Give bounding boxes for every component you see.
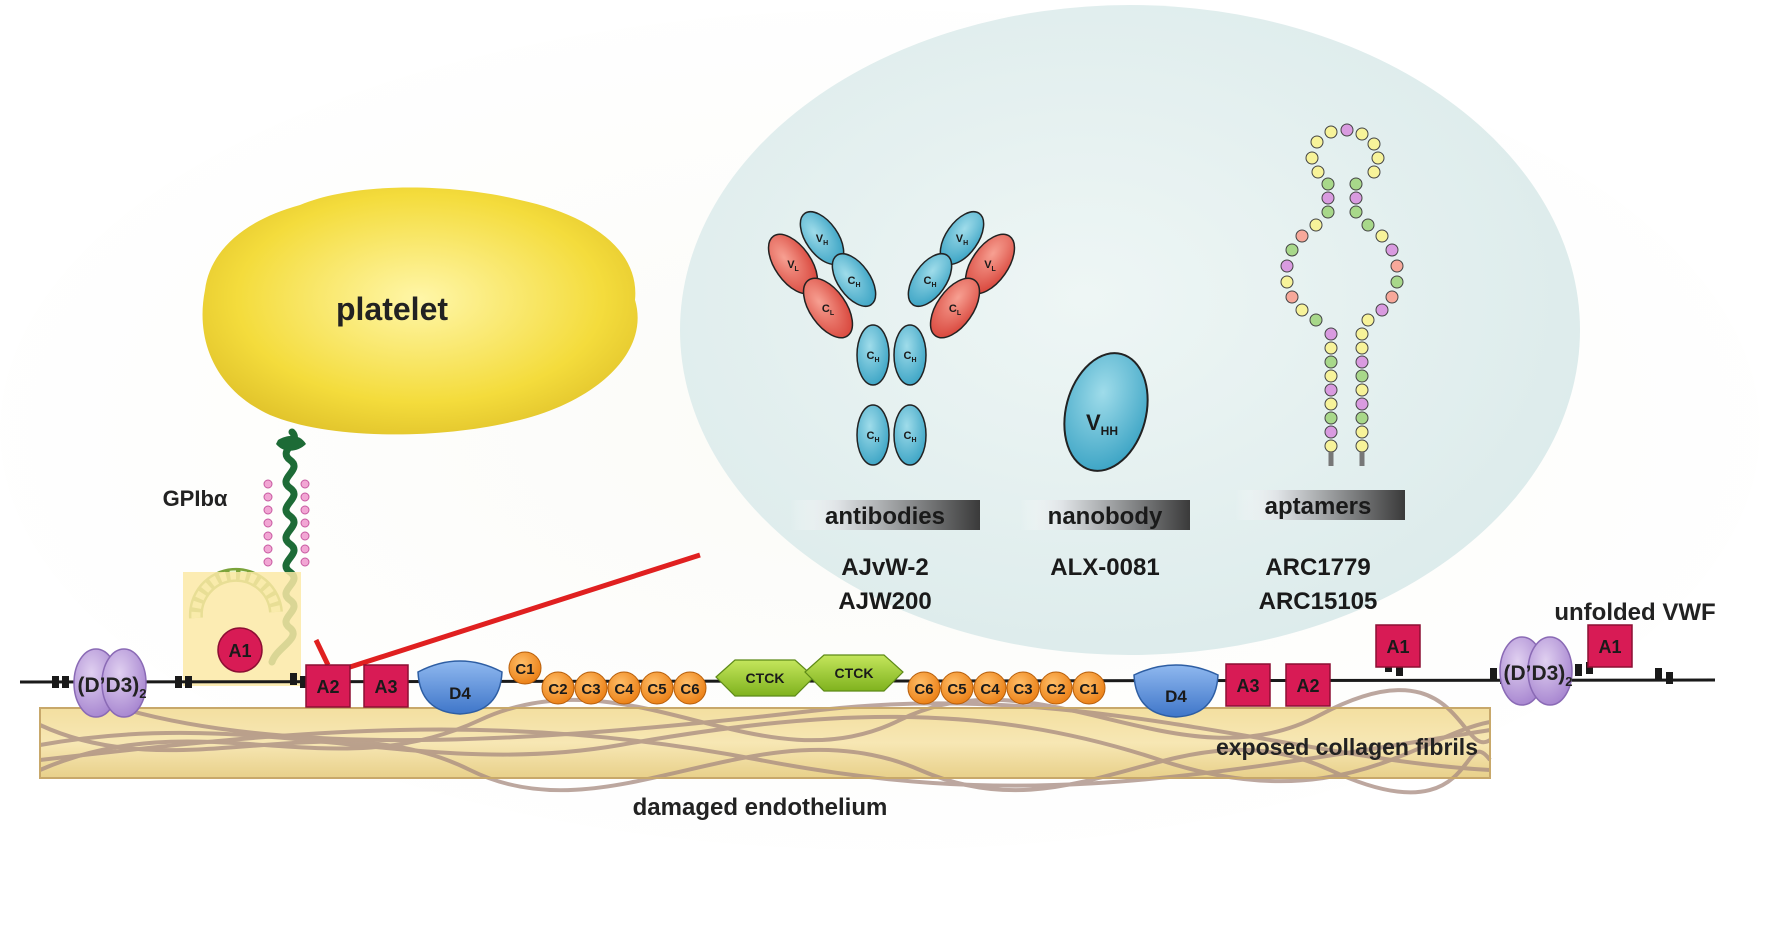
c3-label: C3 xyxy=(1013,681,1032,698)
nanobody-name: ALX-0081 xyxy=(1050,554,1159,581)
c1-label: C1 xyxy=(1079,681,1098,698)
unfolded-vwf-label: unfolded VWF xyxy=(1554,599,1715,626)
inhibition-arrow xyxy=(313,552,701,678)
c6-label: C6 xyxy=(680,681,699,698)
c1-label: C1 xyxy=(515,661,534,678)
c6-label: C6 xyxy=(914,681,933,698)
aptamer-name-1: ARC1779 xyxy=(1265,554,1370,581)
c2-domain-right: C2 xyxy=(1039,671,1073,705)
svg-text:CH: CH xyxy=(903,430,916,444)
antibody-icon: VH VH VL VL CH CH CL CL CH CH CH CH xyxy=(767,211,1016,466)
svg-text:VH: VH xyxy=(816,233,828,247)
c4-label: C4 xyxy=(614,681,634,698)
a1-label: A1 xyxy=(1598,637,1621,657)
a3-domain-left: A3 xyxy=(363,664,409,708)
svg-text:VHH: VHH xyxy=(1086,410,1118,438)
svg-text:CL: CL xyxy=(822,303,835,317)
aptamer-name-2: ARC15105 xyxy=(1259,588,1378,615)
a1-label: A1 xyxy=(1386,637,1409,657)
vhh-label: V xyxy=(1086,410,1101,435)
d4-label: D4 xyxy=(1165,687,1187,706)
svg-text:CL: CL xyxy=(949,303,962,317)
svg-text:CH: CH xyxy=(866,430,879,444)
c1-domain-right: C1 xyxy=(1072,671,1106,705)
svg-text:CH: CH xyxy=(866,350,879,364)
d3-label: (D’D3) xyxy=(77,674,139,697)
d4-domain-left: D4 xyxy=(417,660,503,715)
ctck-label: CTCK xyxy=(746,670,785,686)
a2-domain-left: A2 xyxy=(305,664,351,708)
d3-subscript: 2 xyxy=(1565,674,1572,689)
antibodies-label: antibodies xyxy=(825,503,945,530)
c2-domain-left: C2 xyxy=(541,671,575,705)
c1-domain-left: C1 xyxy=(508,651,542,685)
svg-text:VL: VL xyxy=(984,259,996,273)
a3-label: A3 xyxy=(1236,676,1259,696)
a1-domain-right-2: A1 xyxy=(1587,624,1633,668)
a1-label: A1 xyxy=(228,641,251,661)
endothelium-label: damaged endothelium xyxy=(633,794,888,821)
d3-dimer-right: (D’D3)2 xyxy=(1499,636,1573,706)
a3-domain-right: A3 xyxy=(1225,663,1271,707)
ctck-domain-right: CTCK xyxy=(804,654,904,692)
d4-label: D4 xyxy=(449,684,471,703)
c2-label: C2 xyxy=(548,681,567,698)
c3-label: C3 xyxy=(581,681,600,698)
c3-domain-right: C3 xyxy=(1006,671,1040,705)
c5-domain-left: C5 xyxy=(640,671,674,705)
d3-dimer-left: (D’D3)2 xyxy=(73,648,147,718)
a1-domain-right-1: A1 xyxy=(1375,624,1421,668)
vhh-subscript: HH xyxy=(1101,424,1118,438)
ctck-label: CTCK xyxy=(835,665,874,681)
a3-label: A3 xyxy=(374,677,397,697)
aptamer-icon xyxy=(1280,123,1404,466)
a2-domain-right: A2 xyxy=(1285,663,1331,707)
antibody-name-2: AJW200 xyxy=(838,588,931,615)
nanobody-label: nanobody xyxy=(1048,503,1163,530)
ctck-domain-left: CTCK xyxy=(715,659,815,697)
c4-domain-right: C4 xyxy=(973,671,1007,705)
gpib-alpha-label: GPIbα xyxy=(163,486,228,511)
aptamers-label: aptamers xyxy=(1265,493,1372,520)
svg-text:VH: VH xyxy=(956,233,968,247)
antibodies-label-bar xyxy=(790,500,980,530)
svg-text:(D’D3)2: (D’D3)2 xyxy=(1503,662,1572,689)
collagen-layer xyxy=(39,688,1492,795)
nanobody-icon: VHH xyxy=(1063,352,1149,472)
antibody-name-1: AJvW-2 xyxy=(841,554,929,581)
c6-domain-right: C6 xyxy=(907,671,941,705)
c5-label: C5 xyxy=(947,681,966,698)
d3-label: (D’D3) xyxy=(1503,662,1565,685)
c2-label: C2 xyxy=(1046,681,1065,698)
aptamers-label-bar xyxy=(1235,490,1405,520)
c5-label: C5 xyxy=(647,681,666,698)
collagen-label: exposed collagen fibrils xyxy=(1216,734,1478,760)
svg-text:CH: CH xyxy=(923,275,936,289)
svg-text:(D’D3)2: (D’D3)2 xyxy=(77,674,146,701)
c5-domain-right: C5 xyxy=(940,671,974,705)
a2-label: A2 xyxy=(1296,676,1319,696)
platelet-label: platelet xyxy=(336,291,448,327)
d4-domain-right: D4 xyxy=(1133,664,1219,718)
c4-domain-left: C4 xyxy=(607,671,641,705)
a2-label: A2 xyxy=(316,677,339,697)
svg-text:CH: CH xyxy=(903,350,916,364)
nanobody-label-bar xyxy=(1020,500,1190,530)
svg-text:VL: VL xyxy=(787,259,799,273)
c4-label: C4 xyxy=(980,681,1000,698)
d3-subscript: 2 xyxy=(139,686,146,701)
c6-domain-left: C6 xyxy=(673,671,707,705)
svg-text:CH: CH xyxy=(847,275,860,289)
a1-domain-bound: A1 xyxy=(217,627,263,673)
platelet-cell xyxy=(202,187,638,435)
c3-domain-left: C3 xyxy=(574,671,608,705)
